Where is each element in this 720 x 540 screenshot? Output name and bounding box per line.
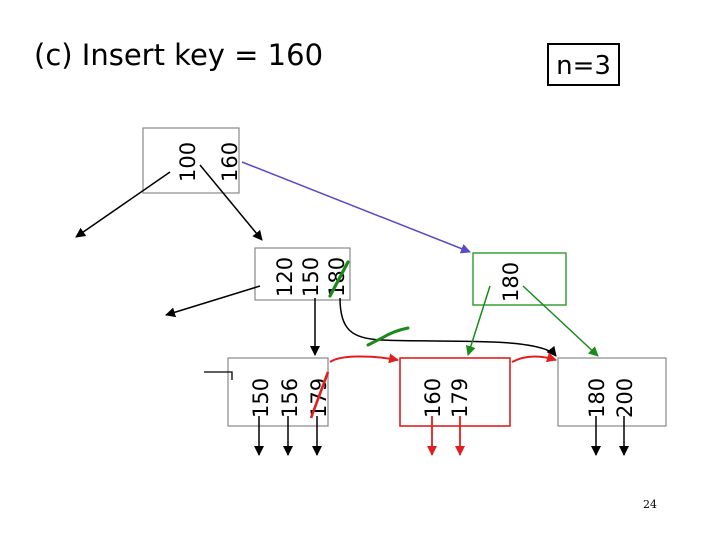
leaf-1-key-2: 156 [278,378,302,418]
root-right-pointer [241,161,471,254]
green-pointer-to-new-leaf [465,285,491,356]
root-node: 100 160 [142,127,242,194]
leaf-node-3: 180 200 [557,357,667,427]
root-left-pointer [75,171,171,238]
leaf-1-strike-mark [309,371,330,419]
leaf-new-key-2: 179 [448,378,472,418]
order-label: n=3 [556,51,611,81]
left-internal-key-2: 150 [299,257,323,297]
green-check-mark [366,326,410,347]
internal-left-pointer [165,285,261,318]
left-internal-node: 120 150 180 [254,247,351,301]
leaf-new-key-1: 160 [421,378,445,418]
slide-title: (c) Insert key = 160 [34,38,324,72]
root-key-1: 100 [176,142,200,182]
leaf-1-to-new-leaf-link [329,353,399,364]
internal-right-pointer [339,297,557,357]
green-pointer-to-leaf-3 [522,285,599,357]
leaf-new-record-pointers [427,416,465,456]
leaf-3-record-pointers [591,416,629,456]
root-middle-pointer [199,164,263,241]
root-key-2: 160 [218,142,242,182]
right-internal-key-1: 180 [499,262,523,302]
cross-out-mark [328,260,350,298]
leaf-1-key-1: 150 [249,378,273,418]
incoming-leaf-link [204,371,233,380]
leaf-3-key-1: 180 [585,378,609,418]
leaf-node-1: 150 156 179 [227,357,331,427]
right-internal-node: 180 [472,252,567,306]
left-internal-key-1: 120 [273,257,297,297]
leaf-1-record-pointers [254,416,322,456]
leaf-3-key-2: 200 [613,378,637,418]
order-box: n=3 [547,43,620,86]
left-internal-key-3: 180 [325,257,349,297]
new-leaf-to-leaf-3-link [511,352,557,363]
leaf-node-new: 160 179 [399,357,511,427]
page-number: 24 [643,498,657,511]
